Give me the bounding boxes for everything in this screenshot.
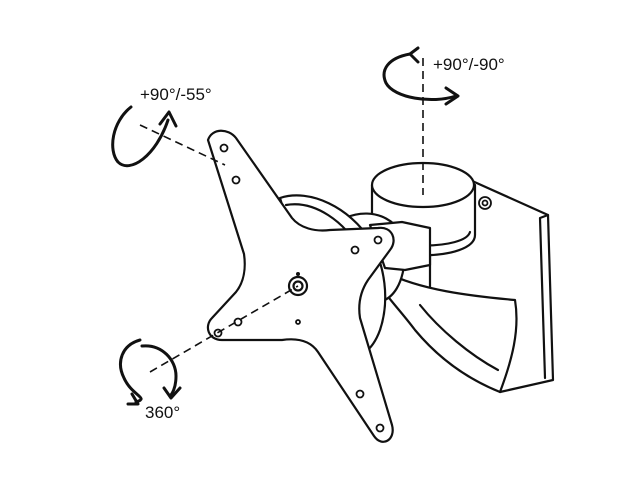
full-rotation-arrow (119, 338, 182, 406)
vesa-hole-center-small (295, 319, 301, 325)
vertical-rotation-label: +90°/-90° (433, 55, 505, 74)
rotation-axes (139, 58, 424, 373)
vesa-hole-bottom (375, 423, 385, 433)
tilt-rotation-label: +90°/-55° (140, 85, 212, 104)
vesa-hole-inner-top (231, 175, 241, 185)
tilt-axis (139, 124, 226, 166)
vertical-rotation-arrow (382, 46, 460, 106)
rotation-axis (149, 285, 299, 373)
vesa-hole-right-edge (373, 235, 383, 245)
full-rotation-label: 360° (145, 403, 180, 422)
vesa-hole-right-top (350, 245, 360, 255)
tilt-rotation-arrow (111, 105, 178, 168)
mount-arm (378, 270, 518, 394)
vesa-hole-top-left (219, 143, 229, 153)
vesa-hole-bottom-inner (355, 389, 365, 399)
vesa-plate (206, 129, 395, 443)
